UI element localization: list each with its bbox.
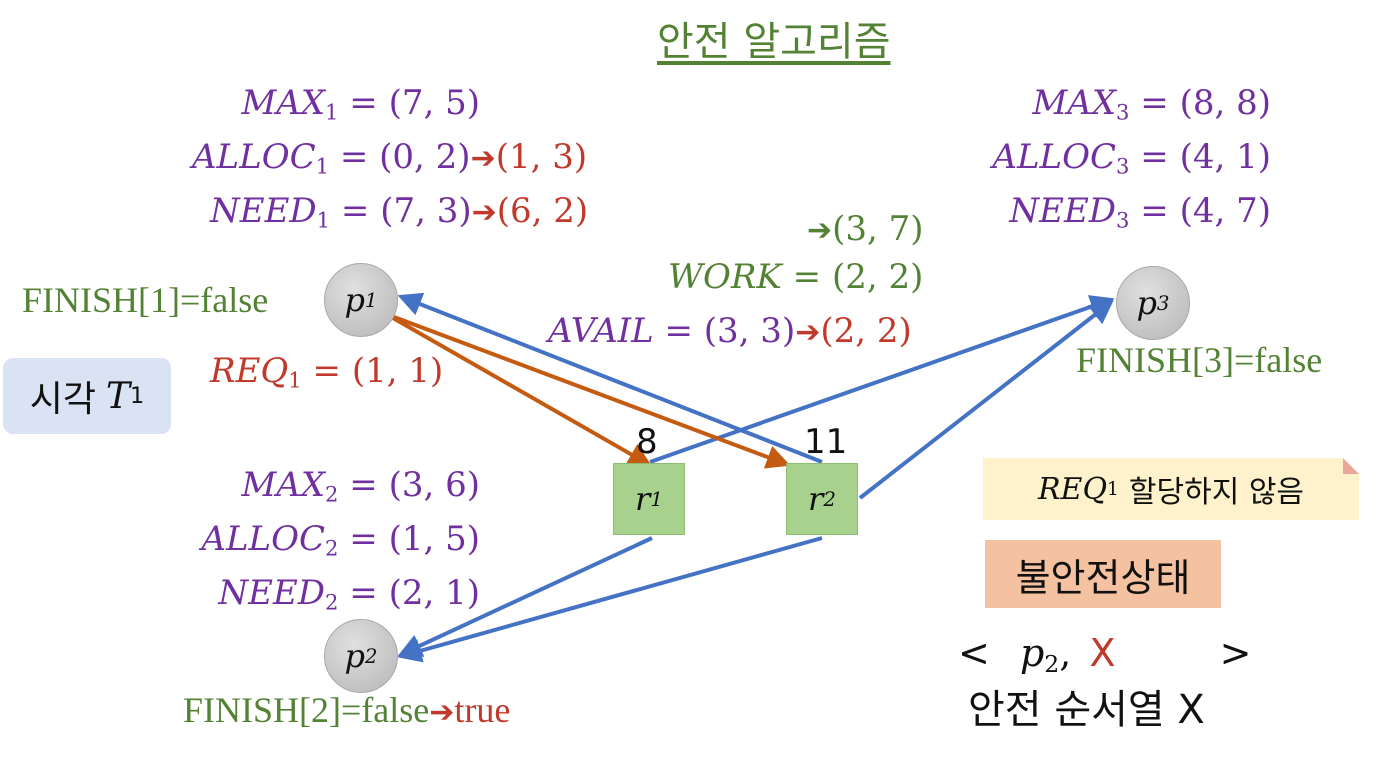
p1-need: NEED1 = (7, 3)➔(6, 2) [210, 191, 589, 233]
red-arrow-icon: ➔ [471, 195, 497, 230]
p3-need: NEED3 = (4, 7) [1009, 191, 1271, 233]
green-arrow-icon: ➔ [807, 213, 833, 248]
p2-max: MAX2 = (3, 6) [241, 465, 480, 507]
edge-p1-to-r2 [385, 312, 791, 469]
p2-finish: FINISH[2]=false➔true [183, 690, 511, 730]
folded-corner [1343, 458, 1359, 474]
sequence: < p2, X > [958, 631, 1252, 678]
r2-count: 11 [804, 422, 848, 462]
r1-count: 8 [636, 422, 658, 462]
avail: AVAIL = (3, 3)➔(2, 2) [548, 311, 912, 351]
edge-r2-to-p1 [397, 292, 823, 464]
red-arrow-icon: ➔ [429, 696, 455, 729]
p3-finish: FINISH[3]=false [1076, 340, 1323, 380]
page-title: 안전 알고리즘 [657, 19, 891, 65]
edge-r2-to-p2 [397, 536, 823, 663]
p1-finish: FINISH[1]=false [22, 280, 269, 320]
p3-alloc: ALLOC3 = (4, 1) [992, 137, 1271, 179]
p2-alloc: ALLOC2 = (1, 5) [201, 519, 480, 561]
work-new-value: ➔(3, 7) [807, 209, 924, 249]
p1-alloc: ALLOC1 = (0, 2)➔(1, 3) [192, 137, 588, 179]
p2-need: NEED2 = (2, 1) [218, 573, 480, 615]
red-arrow-icon: ➔ [795, 315, 821, 350]
p1-request: REQ1 = (1, 1) [210, 351, 444, 393]
p3-max: MAX3 = (8, 8) [1032, 83, 1271, 125]
edge-r1-to-p3 [649, 295, 1115, 464]
work: WORK = (2, 2) [668, 257, 924, 297]
unsafe-state-badge: 불안전상태 [985, 540, 1221, 608]
edge-r1-to-p2 [397, 536, 653, 657]
edge-p1-to-r1 [385, 312, 653, 467]
p1-max: MAX1 = (7, 5) [241, 83, 480, 125]
edge-r2-to-p3 [858, 300, 1114, 500]
red-arrow-icon: ➔ [470, 141, 496, 176]
safe-sequence-text: 안전 순서열 X [968, 687, 1205, 733]
